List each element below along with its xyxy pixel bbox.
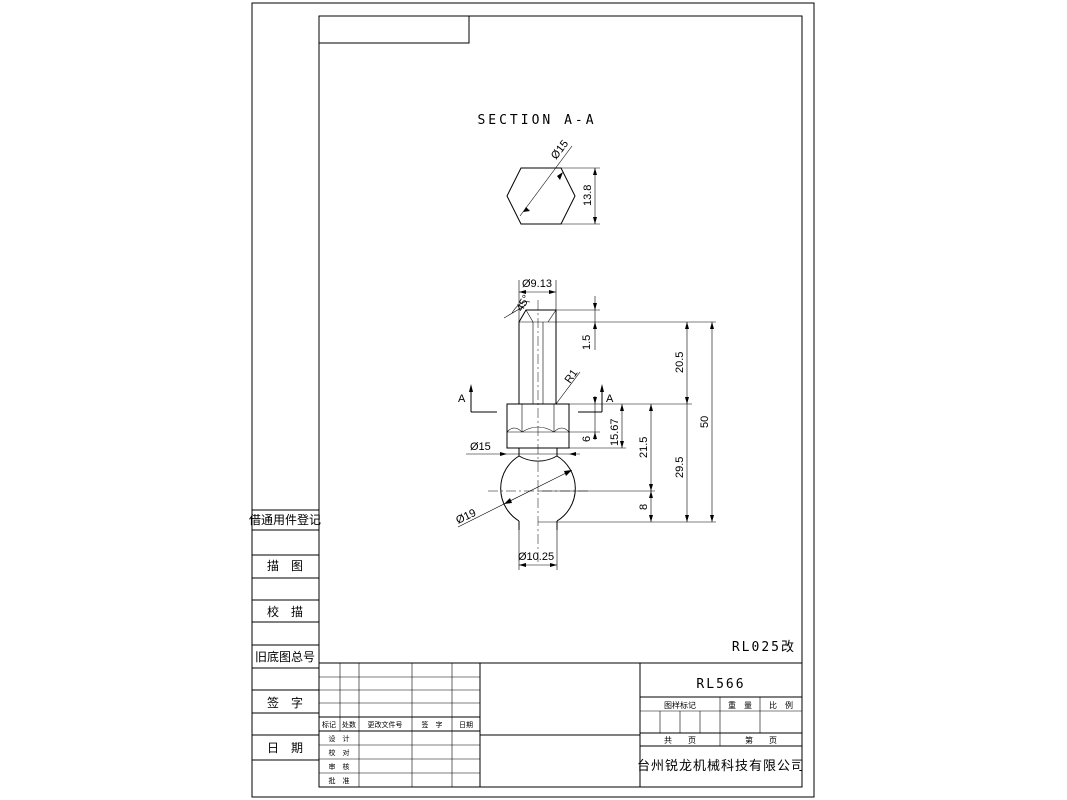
main-view: Ø9.13 45° R1 A A Ø15 Ø19 Ø10.25 [454, 278, 716, 570]
dim-29-5: 29.5 [674, 457, 686, 478]
ball-diameter-label: Ø19 [454, 507, 478, 527]
top-diameter-label: Ø9.13 [522, 278, 552, 290]
side-label-tracing: 描 图 [267, 559, 303, 573]
stage-mark-label: 图样标记 [664, 700, 696, 710]
header-mark: 标记 [322, 720, 336, 729]
dim-1-5: 1.5 [581, 335, 593, 350]
section-diameter-label: Ø15 [549, 138, 571, 162]
sheet-number-label: 第 页 [745, 735, 777, 745]
row-review: 审 核 [329, 762, 350, 771]
side-label-registration: 借通用件登记 [249, 512, 321, 527]
row-proofread: 校 对 [329, 748, 350, 757]
header-change-doc: 更改文件号 [368, 720, 403, 729]
dim-20-5: 20.5 [674, 352, 686, 373]
row-approve: 批 准 [329, 776, 350, 785]
row-design: 设 计 [329, 734, 350, 743]
section-title: SECTION A-A [477, 113, 596, 128]
title-block: 标记 处数 更改文件号 签 字 日期 设 计 校 对 审 核 批 准 RL566… [319, 662, 805, 787]
side-label-date: 日 期 [267, 741, 303, 755]
header-signature: 签 字 [422, 720, 443, 729]
dim-21-5: 21.5 [638, 437, 650, 458]
section-height-label: 13.8 [582, 185, 594, 206]
section-marker-right: A [606, 393, 614, 405]
scale-label: 比 例 [769, 700, 793, 710]
dim-15-67: 15.67 [609, 418, 621, 446]
sheet-frame [251, 2, 815, 798]
side-label-signature: 签 字 [267, 695, 303, 710]
dim-8: 8 [638, 504, 650, 510]
ball-outline [500, 448, 576, 522]
hex-section-outline [506, 167, 576, 225]
section-view: SECTION A-A Ø15 13.8 [477, 113, 600, 225]
top-shaft-outline [518, 309, 557, 404]
total-sheets-label: 共 页 [664, 736, 696, 745]
header-date: 日期 [459, 721, 473, 729]
dim-6: 6 [581, 436, 593, 442]
company-name: 台州锐龙机械科技有限公司 [637, 759, 805, 774]
weight-label: 重 量 [728, 700, 752, 710]
revision-note: RL025改 [732, 640, 796, 655]
dim-50: 50 [699, 416, 711, 428]
hex-body-outline [506, 403, 570, 449]
neck-diameter-label: Ø10.25 [518, 551, 554, 563]
radius-label: R1 [563, 367, 581, 385]
side-label-old-drawing-no: 旧底图总号 [255, 649, 315, 664]
side-label-checking: 校 描 [267, 604, 303, 619]
side-registration-block: 借通用件登记 描 图 校 描 旧底图总号 签 字 日 期 [249, 509, 321, 761]
hex-diameter-label: Ø15 [470, 441, 491, 453]
header-count: 处数 [342, 720, 356, 729]
drawing-number: RL566 [696, 677, 745, 692]
section-marker-left: A [458, 393, 466, 405]
